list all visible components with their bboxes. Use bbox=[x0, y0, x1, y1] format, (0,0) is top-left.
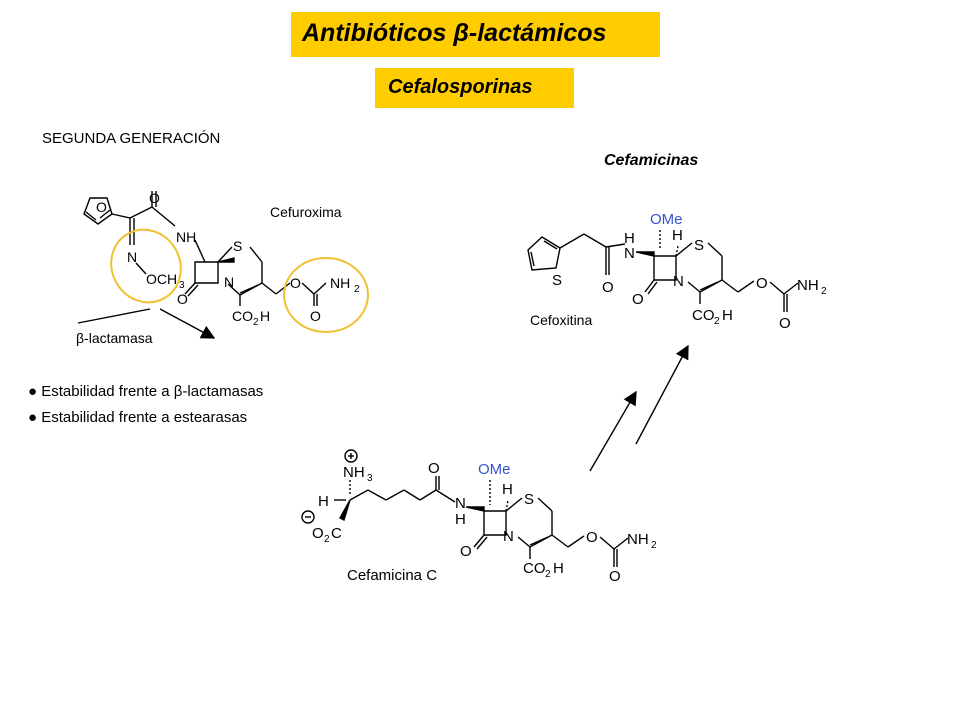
atom-label: N bbox=[624, 245, 635, 262]
atom-label: 2 bbox=[324, 534, 330, 545]
atom-label: N bbox=[127, 249, 137, 265]
bullet-item: ● Estabilidad frente a estearasas bbox=[28, 409, 248, 426]
cefuroxima-structure bbox=[77, 191, 369, 339]
atom-label: OMe bbox=[478, 461, 511, 478]
atom-label: O bbox=[96, 199, 107, 215]
atom-label: 2 bbox=[714, 316, 720, 327]
atom-label: O bbox=[310, 308, 321, 324]
atom-label: S bbox=[694, 237, 704, 254]
atom-label: H bbox=[318, 493, 329, 510]
atom-label: CO bbox=[232, 308, 253, 324]
atom-label: OMe bbox=[650, 211, 683, 228]
atom-label: O bbox=[586, 529, 598, 546]
atom-label: H bbox=[553, 560, 564, 577]
bullet-list: ● Estabilidad frente a β-lactamasas ● Es… bbox=[28, 383, 263, 435]
oxime-highlight-circle bbox=[110, 228, 182, 304]
atom-label: NH bbox=[176, 229, 196, 245]
atom-label: CO bbox=[692, 307, 715, 324]
beta-lactamasa-label: β-lactamasa bbox=[76, 330, 153, 346]
transformation-arrows bbox=[589, 344, 689, 472]
atom-label: S bbox=[552, 272, 562, 289]
cefoxitina-structure bbox=[527, 230, 799, 312]
atom-label: O bbox=[756, 275, 768, 292]
beta-lactam-ring bbox=[194, 261, 219, 284]
subtitle-banner: Cefalosporinas bbox=[375, 68, 574, 108]
atom-label: NH bbox=[343, 464, 365, 481]
cefamicinas-title: Cefamicinas bbox=[604, 152, 699, 169]
atom-label: NH bbox=[627, 531, 649, 548]
cefuroxima-label: Cefuroxima bbox=[270, 204, 342, 220]
atom-label: O bbox=[779, 315, 791, 332]
title-banner: Antibióticos β-lactámicos bbox=[291, 12, 660, 57]
section-heading: SEGUNDA GENERACIÓN bbox=[42, 130, 221, 147]
atom-label: O bbox=[290, 275, 301, 291]
atom-label: 2 bbox=[354, 284, 360, 295]
atom-label: O bbox=[428, 460, 440, 477]
cefoxitina-label: Cefoxitina bbox=[530, 312, 592, 328]
atom-label: N bbox=[673, 273, 684, 290]
atom-label: O bbox=[177, 291, 188, 307]
atom-label: 2 bbox=[821, 286, 827, 297]
atom-label: O bbox=[312, 525, 324, 542]
atom-label: NH bbox=[330, 275, 350, 291]
atom-label: N bbox=[224, 274, 234, 290]
atom-label: O bbox=[632, 291, 644, 308]
cefamicina-c-structure bbox=[301, 449, 629, 567]
page-title: Antibióticos β-lactámicos bbox=[302, 19, 607, 47]
page-subtitle: Cefalosporinas bbox=[388, 76, 533, 98]
atom-label: O bbox=[609, 568, 621, 585]
beta-lactam-ring bbox=[653, 255, 677, 281]
atom-label: 2 bbox=[545, 569, 551, 580]
atom-label: C bbox=[331, 525, 342, 542]
atom-label: H bbox=[722, 307, 733, 324]
atom-label: N bbox=[503, 528, 514, 545]
bullet-item: ● Estabilidad frente a β-lactamasas bbox=[28, 383, 264, 400]
atom-label: H bbox=[502, 481, 513, 498]
atom-label: 2 bbox=[253, 317, 259, 328]
atom-label: O bbox=[460, 543, 472, 560]
atom-label: CO bbox=[523, 560, 546, 577]
thiophene-ring bbox=[527, 236, 561, 271]
carbamate-highlight-circle bbox=[283, 257, 369, 333]
atom-label: 3 bbox=[367, 473, 373, 484]
atom-label: OCH bbox=[146, 271, 177, 287]
atom-label: N bbox=[455, 495, 466, 512]
atom-label: NH bbox=[797, 277, 819, 294]
atom-label: S bbox=[524, 491, 534, 508]
atom-label: H bbox=[624, 230, 635, 247]
cefamicina-c-label: Cefamicina C bbox=[347, 567, 437, 584]
atom-label: 3 bbox=[179, 280, 185, 291]
atom-label: 2 bbox=[651, 540, 657, 551]
atom-label: S bbox=[233, 238, 242, 254]
furan-ring bbox=[83, 197, 113, 225]
beta-lactam-ring bbox=[483, 510, 507, 536]
atom-label: O bbox=[149, 190, 160, 206]
atom-label: H bbox=[455, 511, 466, 528]
atom-label: H bbox=[260, 308, 270, 324]
atom-label: O bbox=[602, 279, 614, 296]
atom-label: H bbox=[672, 227, 683, 244]
